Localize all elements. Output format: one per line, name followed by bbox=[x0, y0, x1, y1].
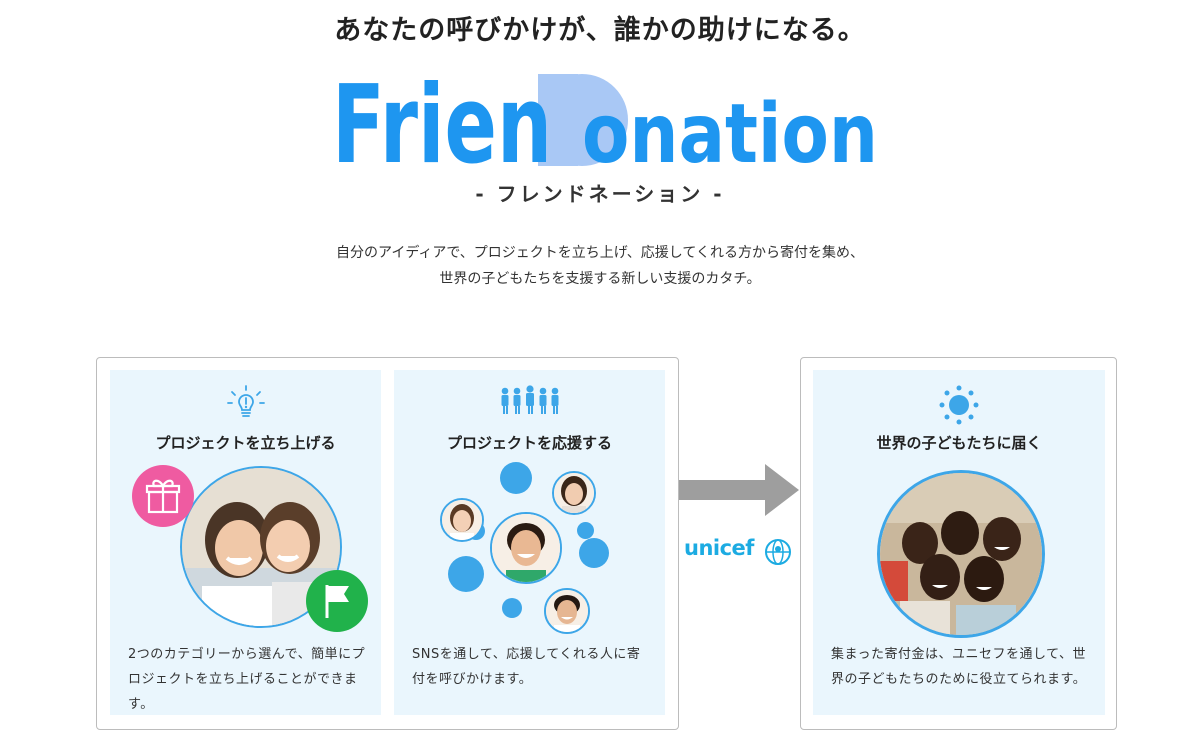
result-group: 世界の子どもたちに届く 集まった寄付金は、ユニセフを通して、世界の子どもたちのた… bbox=[800, 357, 1117, 730]
step-title: プロジェクトを応援する bbox=[446, 434, 612, 452]
people-icon bbox=[498, 384, 562, 424]
unicef-globe-icon bbox=[764, 538, 792, 570]
intro-line-1: 自分のアイディアで、プロジェクトを立ち上げ、応援してくれる方から寄付を集め、 bbox=[336, 245, 864, 261]
steps-group: プロジェクトを立ち上げる bbox=[96, 357, 679, 730]
supporter-avatar bbox=[552, 471, 596, 515]
children-photo bbox=[877, 470, 1045, 638]
logo-text-frien: Frien bbox=[332, 63, 552, 188]
step-description: 2つのカテゴリーから選んで、簡単にプロジェクトを立ち上げることができます。 bbox=[128, 647, 366, 712]
intro-line-2: 世界の子どもたちを支援する新しい支援のカタチ。 bbox=[439, 271, 761, 287]
bubble bbox=[577, 522, 594, 539]
tagline: あなたの呼びかけが、誰かの助けになる。 bbox=[334, 15, 866, 46]
sun-icon bbox=[938, 384, 980, 430]
logo-d-stem bbox=[538, 74, 578, 166]
step-description: SNSを通して、応援してくれる人に寄付を呼びかけます。 bbox=[412, 647, 641, 687]
flag-icon bbox=[306, 570, 368, 632]
bubble bbox=[502, 598, 522, 618]
step-title: プロジェクトを立ち上げる bbox=[155, 434, 336, 452]
logo-subtitle: - フレンドネーション - bbox=[475, 182, 725, 206]
supporter-avatar bbox=[544, 588, 590, 634]
supporter-avatar bbox=[440, 498, 484, 542]
step-card-support[interactable]: プロジェクトを応援する SNSを通して、応援してくれる人に寄付を呼びかけます。 bbox=[394, 370, 665, 715]
flow-arrow-icon bbox=[679, 462, 800, 518]
step-card-launch[interactable]: プロジェクトを立ち上げる bbox=[110, 370, 381, 715]
step-description: 集まった寄付金は、ユニセフを通して、世界の子どもたちのために役立てられます。 bbox=[831, 647, 1087, 687]
step-card-deliver[interactable]: 世界の子どもたちに届く 集まった寄付金は、ユニセフを通して、世界の子どもたちのた… bbox=[813, 370, 1105, 715]
intro-text: 自分のアイディアで、プロジェクトを立ち上げ、応援してくれる方から寄付を集め、 世… bbox=[0, 240, 1200, 292]
lightbulb-icon bbox=[226, 384, 266, 428]
friendonation-logo[interactable]: Frien onation bbox=[330, 58, 890, 188]
bubble bbox=[448, 556, 484, 592]
unicef-logo-text: unicef bbox=[684, 536, 754, 560]
bubble bbox=[579, 538, 609, 568]
bubble bbox=[500, 462, 532, 494]
step-title: 世界の子どもたちに届く bbox=[876, 434, 1042, 452]
supporter-avatar-center bbox=[490, 512, 562, 584]
logo-text-onation: onation bbox=[582, 87, 878, 182]
gift-icon bbox=[132, 465, 194, 527]
